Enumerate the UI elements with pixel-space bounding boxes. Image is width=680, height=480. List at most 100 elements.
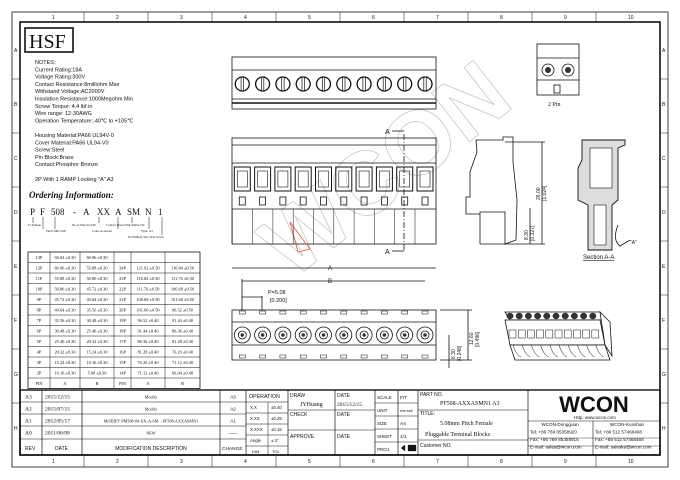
contact-hole [233, 326, 251, 344]
table-cell: 60.96 ±0.30 [86, 255, 108, 260]
iso-screw-icon [589, 312, 597, 320]
table-cell: 15.24 ±0.30 [54, 360, 76, 365]
table-cell: 30.48 ±0.30 [54, 329, 76, 334]
spec-label: SHEET [377, 434, 392, 439]
table-cell: 40.64 ±0.30 [54, 308, 76, 313]
table-cell: 5P [37, 339, 42, 344]
description-cell: NEW [146, 431, 156, 436]
column-label: 8 [500, 15, 503, 21]
dim-a-label: A [328, 266, 332, 272]
legend-item: Type: A3 [141, 229, 153, 233]
dimension-lines: A B P=5.08 [0.200] [232, 266, 436, 310]
note-line: 2P With 1 RAMP Locking "A" A3 [35, 177, 114, 183]
height-pin-label: 8.30 [524, 230, 530, 240]
code-segment: 1 [158, 207, 163, 217]
iso-screw-icon [534, 312, 541, 320]
part-no-label: PART NO. [420, 392, 443, 398]
table-cell: 6P [37, 329, 42, 334]
column-label: 1 [52, 15, 55, 21]
top-view [231, 56, 437, 110]
column-label: 10 [628, 459, 634, 465]
date-cell: 2011/06/08 [45, 431, 70, 437]
date-label: DATE [337, 434, 351, 440]
note-line: NOTES: [35, 60, 56, 66]
note-line: Contact:Phosphor Bronze [35, 162, 98, 168]
table-cell: 3P [37, 360, 42, 365]
table-cell: 96.52 ±0.50 [172, 308, 194, 313]
legend-item: Color A=Green [92, 229, 112, 233]
note-line: Voltage Rating:300V [35, 75, 85, 81]
description-cell: Modify [145, 407, 158, 412]
pitch-label: P=5.08 [268, 290, 286, 296]
projection-symbol-icon [400, 444, 417, 452]
row-label: F [14, 318, 17, 324]
tolerance-value: ±0.40 [271, 405, 282, 410]
wire-entry [315, 166, 332, 192]
row-label: F [662, 318, 665, 324]
wire-entry [416, 166, 434, 192]
wcon-logo: WCON [559, 392, 629, 417]
table-cell: 86.36 ±0.40 [137, 339, 159, 344]
ordering-title: Ordering Information: [29, 190, 114, 200]
kunshan-fax: Fax: +86 512 57468468 [595, 437, 644, 442]
pitch-inch-label: [0.200] [270, 298, 287, 304]
table-cell: 14P [119, 371, 126, 376]
table-cell: 71.12 ±0.40 [172, 360, 194, 365]
front-view: A A [231, 129, 437, 256]
row-label: G [14, 372, 18, 378]
contact-hole [355, 326, 373, 344]
table-cell: 25.40 ±0.30 [54, 339, 76, 344]
row-label: C [662, 156, 666, 162]
height-total-inch-label: [1.024] [542, 185, 548, 201]
screw-icon [376, 76, 393, 92]
title-label: TITLE: [420, 411, 435, 417]
dongguan-email: E-mail: sales@wcon.com [530, 445, 582, 450]
column-label: 4 [244, 15, 247, 21]
iso-screw-icon [580, 312, 587, 320]
kunshan-tel: Tel: +86 512 57468408 [595, 430, 642, 435]
code-segment: A [115, 207, 122, 217]
table-cell: 106.68 ±0.50 [136, 297, 160, 302]
title-block-border [19, 389, 661, 456]
contact-hole [315, 326, 332, 344]
spec-value: 1/1 [400, 434, 407, 440]
date-cell: 2015/07/15 [45, 407, 70, 413]
row-label: E [662, 264, 666, 270]
table-cell: 8P [37, 308, 42, 313]
dongguan-fax: Fax: +86 769 85358915 [530, 437, 579, 442]
code-segment: 508 [51, 207, 65, 217]
note-line: Current Rating:18A [35, 67, 82, 73]
iso-screw-icon [525, 312, 532, 320]
part-number: PF508-AXXASMN1 A3 [440, 401, 500, 407]
dim-label: DIM [252, 449, 259, 454]
column-label: 2 [116, 15, 119, 21]
code-segment: P [30, 207, 35, 217]
table-cell: 12P [36, 266, 43, 271]
iso-screw-icon [552, 312, 560, 320]
change-header: CHANGE [222, 446, 243, 452]
wire-entry [335, 166, 353, 192]
row-label: B [14, 102, 18, 108]
table-cell: 81.28 ±0.40 [137, 350, 159, 355]
title-line-2: Pluggable Terminal Blocks [425, 432, 491, 438]
row-label: H [14, 426, 18, 432]
legend-item: Contact Plated SM=Matte Tin [106, 223, 145, 227]
wire-entry [274, 166, 292, 192]
rev-header: REV [25, 446, 36, 452]
rev-cell: A2 [25, 407, 32, 413]
table-cell: 101.60 ±0.50 [171, 297, 195, 302]
table-cell: 60.96 ±0.30 [54, 266, 76, 271]
tolerance-dim: X.XXX [250, 427, 263, 432]
screw-icon [397, 76, 413, 92]
note-line: Operation Temperature:-40℃ to +105℃ [35, 118, 134, 124]
hsf-logo: HSF [29, 31, 66, 53]
height-front-inch-label: [0.496] [475, 331, 481, 347]
table-cell: 20.32 ±0.30 [54, 350, 76, 355]
wire-entry [355, 166, 373, 192]
